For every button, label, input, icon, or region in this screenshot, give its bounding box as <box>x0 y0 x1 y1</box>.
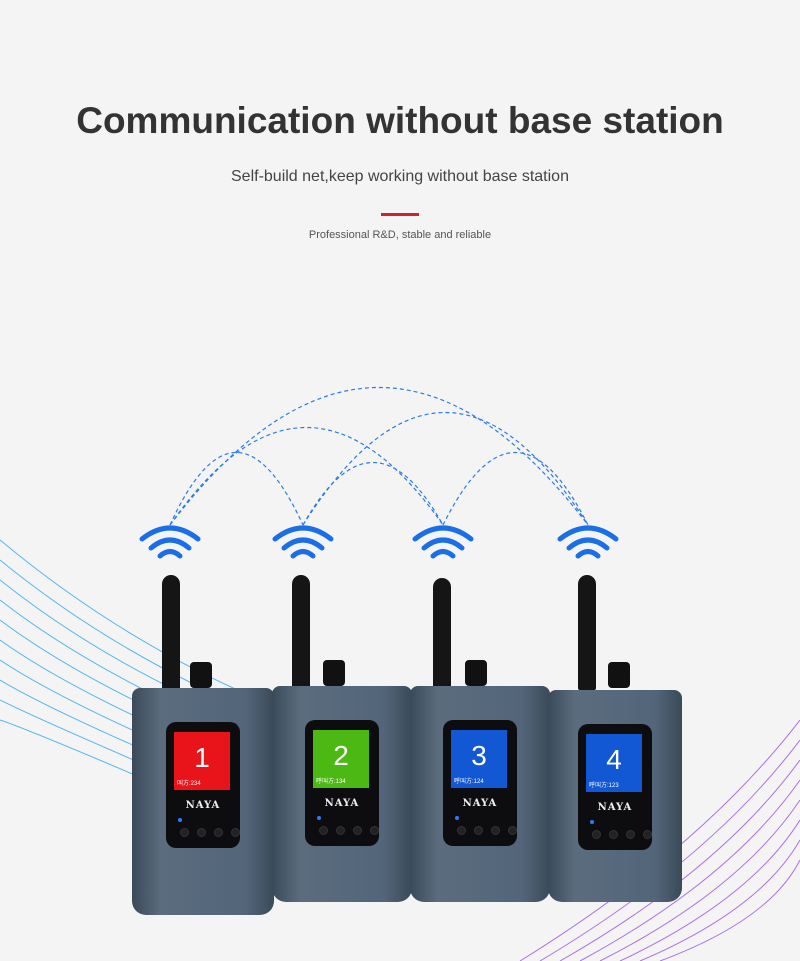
device-buttons <box>319 826 379 835</box>
page-title: Communication without base station <box>76 100 724 141</box>
status-led <box>455 816 459 820</box>
antenna <box>292 575 310 690</box>
wifi-icon <box>557 525 619 559</box>
device-buttons <box>180 828 240 837</box>
device-buttons <box>457 826 517 835</box>
tagline: Professional R&D, stable and reliable <box>308 229 492 241</box>
wifi-icons <box>139 525 619 559</box>
brand-logo: NAYA <box>185 800 221 811</box>
wifi-icon <box>272 525 334 559</box>
knob <box>465 660 487 686</box>
device-buttons <box>592 830 652 839</box>
status-led <box>590 820 594 824</box>
brand-logo: NAYA <box>324 798 360 809</box>
knob <box>190 662 212 688</box>
connection-arcs <box>169 387 589 526</box>
brand-logo: NAYA <box>462 798 498 809</box>
subtitle: Self-build net,keep working without base… <box>231 168 569 185</box>
status-led <box>317 816 321 820</box>
antenna <box>433 578 451 690</box>
wifi-icon <box>412 525 474 559</box>
knob <box>608 662 630 688</box>
antenna <box>578 575 596 690</box>
purple-wave-lines <box>519 719 800 961</box>
accent-divider <box>381 213 419 216</box>
wifi-icon <box>139 525 201 559</box>
status-led <box>178 818 182 822</box>
brand-logo: NAYA <box>597 802 633 813</box>
knob <box>323 660 345 686</box>
antenna <box>162 575 180 690</box>
